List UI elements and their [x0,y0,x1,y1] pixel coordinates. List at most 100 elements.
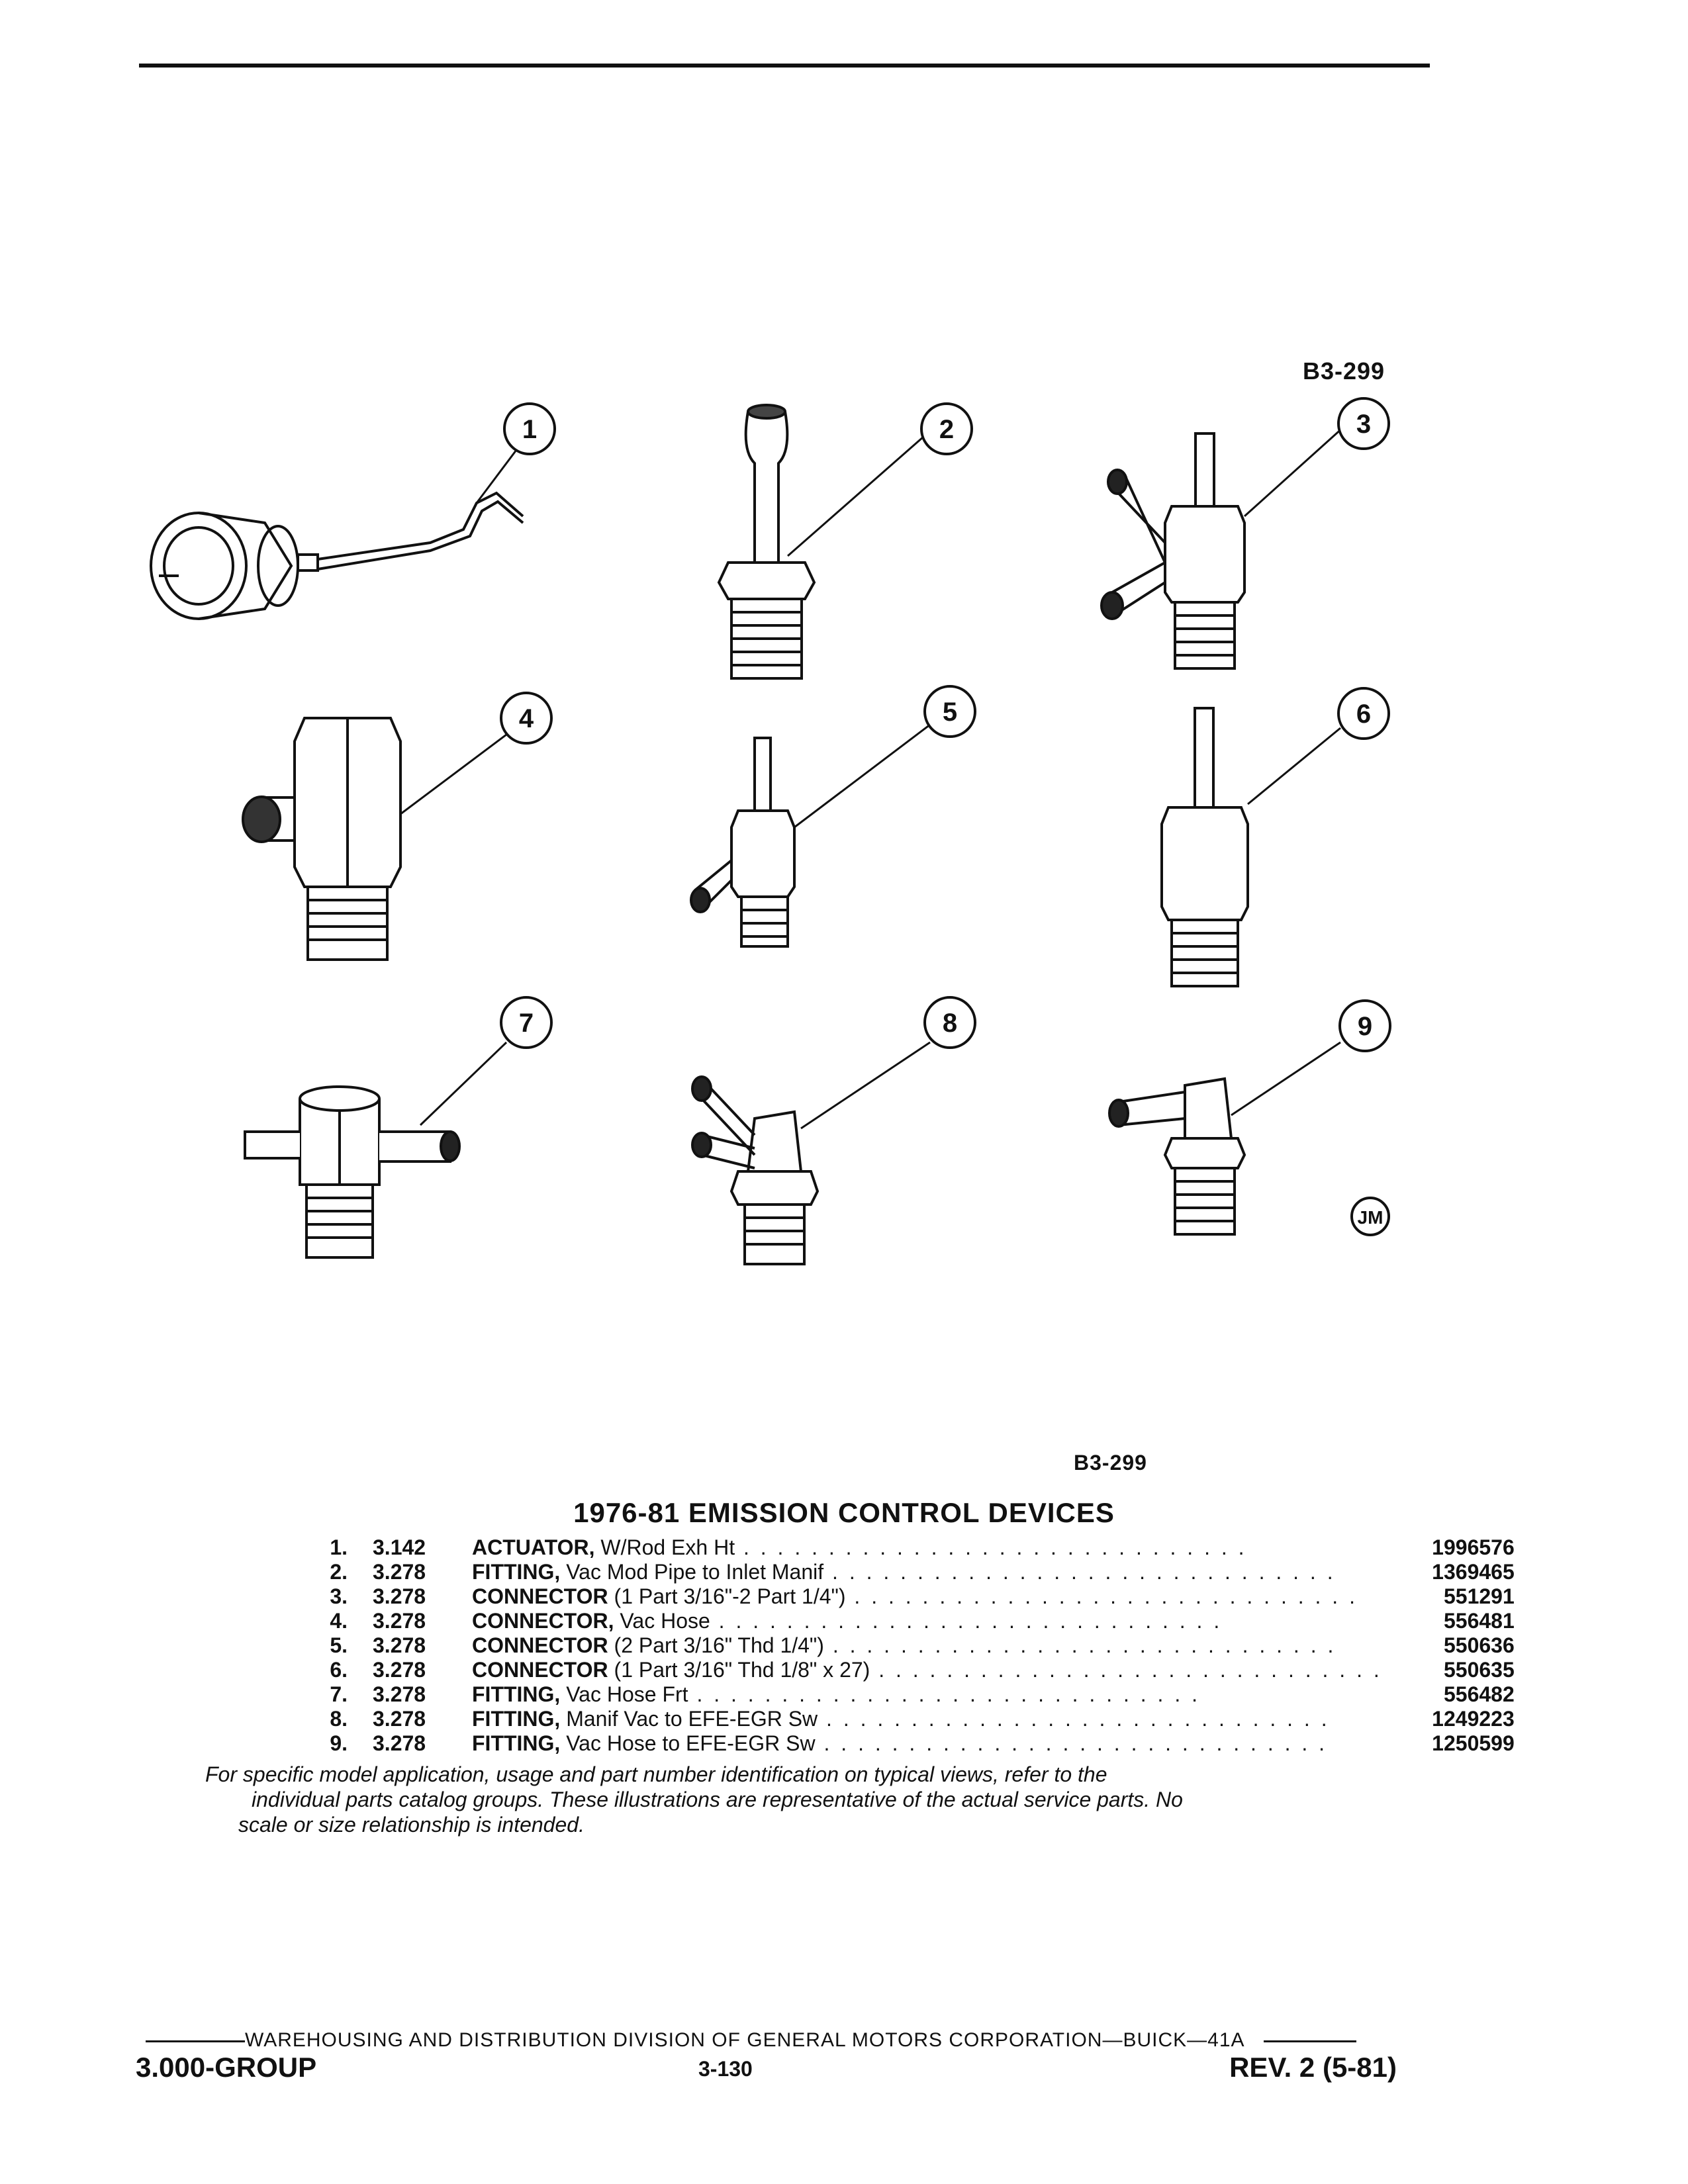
part-description: CONNECTOR (2 Part 3/16" Thd 1/4") . . . … [472,1633,1382,1658]
leader-dots: . . . . . . . . . . . . . . . . . . . . … [818,1707,1330,1731]
parts-illustration: 1 2 3 4 5 6 7 8 9 JM [150,397,1391,1265]
callout-9: 9 [1338,999,1391,1052]
callout-8: 8 [923,996,976,1049]
parts-row: 6. 3.278 CONNECTOR (1 Part 3/16" Thd 1/8" … [301,1658,1514,1682]
svg-text:7: 7 [519,1009,534,1038]
part-detail: Vac Hose [614,1609,710,1633]
svg-text:8: 8 [943,1009,957,1038]
part-6-connector-drawing [1160,707,1249,987]
group-number: 3.278 [373,1633,426,1657]
part-detail: (1 Part 3/16"-2 Part 1/4") [608,1584,846,1608]
group-number: 3.278 [373,1682,426,1706]
item-number: 1. [330,1535,348,1559]
leader-dots: . . . . . . . . . . . . . . . . . . . . … [688,1682,1200,1706]
item-number: 8. [330,1707,348,1731]
part-7-fitting-drawing [244,1085,461,1259]
svg-text:3: 3 [1356,410,1371,439]
parts-list-title: 1976-81 EMISSION CONTROL DEVICES [573,1497,1115,1528]
parts-row: 1. 3.142 ACTUATOR, W/Rod Exh Ht . . . . . … [301,1535,1515,1560]
part-description: ACTUATOR, W/Rod Exh Ht . . . . . . . . .… [472,1535,1382,1560]
part-8-fitting-drawing [691,1075,820,1265]
part-description: CONNECTOR (1 Part 3/16" Thd 1/8" x 27) .… [472,1658,1382,1682]
item-number: 6. [330,1658,348,1682]
svg-text:6: 6 [1356,700,1371,729]
part-name: CONNECTOR, [472,1609,614,1633]
note-line: For specific model application, usage an… [205,1762,1107,1786]
callout-6: 6 [1337,687,1390,740]
callout-5: 5 [923,685,976,738]
group-number: 3.278 [373,1707,426,1731]
part-name: FITTING, [472,1707,561,1731]
part-name: CONNECTOR [472,1658,608,1682]
part-1-actuator-drawing [150,491,524,620]
part-5-connector-drawing [690,737,796,948]
part-description: CONNECTOR (1 Part 3/16"-2 Part 1/4") . .… [472,1584,1382,1609]
top-rule [139,64,1430,68]
part-description: FITTING, Manif Vac to EFE-EGR Sw . . . .… [472,1707,1382,1731]
leader-dots: . . . . . . . . . . . . . . . . . . . . … [710,1609,1223,1633]
part-description: FITTING, Vac Hose to EFE-EGR Sw . . . . … [472,1731,1382,1756]
parts-row: 3. 3.278 CONNECTOR (1 Part 3/16"-2 Part 1/… [301,1584,1515,1609]
leader-dots: . . . . . . . . . . . . . . . . . . . . … [823,1560,1336,1584]
part-number: 551291 [1443,1584,1515,1608]
leader-dots: . . . . . . . . . . . . . . . . . . . . … [823,1633,1336,1657]
part-number: 1250599 [1432,1731,1515,1755]
part-number: 1249223 [1432,1707,1515,1731]
part-detail: Vac Hose Frt [560,1682,688,1706]
group-number: 3.278 [373,1658,426,1682]
parts-row: 8. 3.278 FITTING, Manif Vac to EFE-EGR Sw … [301,1707,1515,1731]
footer-publisher-line: WAREHOUSING AND DISTRIBUTION DIVISION OF… [146,2029,1390,2052]
note-line: individual parts catalog groups. These i… [252,1788,1183,1811]
usage-note: For specific model application, usage an… [205,1762,1370,1837]
item-number: 3. [330,1584,348,1608]
part-detail: Manif Vac to EFE-EGR Sw [560,1707,818,1731]
part-9-fitting-drawing [1108,1077,1246,1236]
callout-1: 1 [503,402,556,455]
footer-page-number: 3-130 [698,2057,753,2081]
svg-text:5: 5 [943,698,957,727]
part-number: 556482 [1443,1682,1515,1706]
figure-code-top: B3-299 [1303,357,1385,385]
callout-leaders [400,426,1345,1130]
svg-text:9: 9 [1358,1012,1372,1041]
part-2-fitting-drawing [717,404,816,680]
part-number: 550636 [1443,1633,1515,1657]
item-number: 5. [330,1633,348,1657]
item-number: 9. [330,1731,348,1755]
svg-text:JM: JM [1358,1207,1383,1228]
part-number: 1369465 [1432,1560,1515,1584]
part-detail: (2 Part 3/16" Thd 1/4") [608,1633,824,1657]
part-name: FITTING, [472,1731,561,1755]
part-detail: Vac Mod Pipe to Inlet Manif [560,1560,824,1584]
part-detail: Vac Hose to EFE-EGR Sw [560,1731,816,1755]
part-detail: W/Rod Exh Ht [594,1535,735,1559]
callout-3: 3 [1337,397,1390,450]
svg-text:4: 4 [519,704,534,733]
part-number: 1996576 [1432,1535,1515,1559]
part-4-connector-drawing [242,717,402,961]
parts-row: 7. 3.278 FITTING, Vac Hose Frt . . . . . .… [301,1682,1515,1707]
svg-text:1: 1 [522,415,537,444]
part-3-connector-drawing [1100,432,1246,670]
group-number: 3.278 [373,1560,426,1584]
figure-code-bottom: B3-299 [1074,1451,1147,1475]
footer-revision: REV. 2 (5-81) [1229,2052,1397,2083]
item-number: 7. [330,1682,348,1706]
artist-mark: JM [1350,1197,1390,1236]
part-description: CONNECTOR, Vac Hose . . . . . . . . . . … [472,1609,1382,1633]
parts-row: 5. 3.278 CONNECTOR (2 Part 3/16" Thd 1/4")… [301,1633,1515,1658]
group-number: 3.142 [373,1535,426,1559]
part-name: FITTING, [472,1682,561,1706]
part-description: FITTING, Vac Mod Pipe to Inlet Manif . .… [472,1560,1382,1584]
part-description: FITTING, Vac Hose Frt . . . . . . . . . … [472,1682,1382,1707]
part-name: CONNECTOR [472,1584,608,1608]
leader-dots: . . . . . . . . . . . . . . . . . . . . … [815,1731,1328,1755]
group-number: 3.278 [373,1584,426,1608]
callout-7: 7 [500,996,553,1049]
leader-dots: . . . . . . . . . . . . . . . . . . . . … [870,1658,1382,1682]
part-name: CONNECTOR [472,1633,608,1657]
leader-dots: . . . . . . . . . . . . . . . . . . . . … [735,1535,1247,1559]
